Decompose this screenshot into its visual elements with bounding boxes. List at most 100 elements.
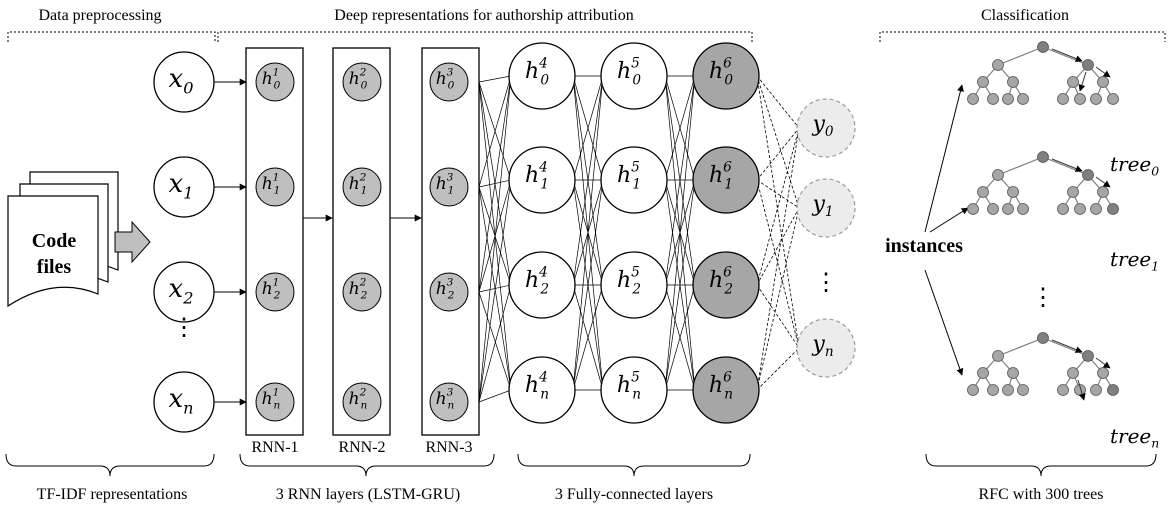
fc-edge xyxy=(478,75,512,83)
tree-node xyxy=(1090,203,1102,215)
tree-node xyxy=(1002,93,1014,105)
fc-node xyxy=(508,356,576,424)
section-title-deep: Deep representations for authorship attr… xyxy=(334,7,633,24)
bottom-label-rnn: 3 RNN layers (LSTM-GRU) xyxy=(276,486,460,503)
tree-node xyxy=(1067,76,1079,88)
rnn-node xyxy=(342,62,382,102)
rnn-layer-label: RNN-2 xyxy=(338,439,385,456)
fc-edge xyxy=(664,284,696,391)
instances-arrow-bottom xyxy=(924,269,964,376)
fc-edge xyxy=(478,75,512,293)
tree-node xyxy=(992,169,1004,181)
instances-label: instances xyxy=(885,235,963,257)
tree-node xyxy=(977,186,989,198)
tree-node xyxy=(1107,384,1119,396)
rnn-node xyxy=(255,272,295,312)
tree-node xyxy=(1067,186,1079,198)
tree-node xyxy=(977,367,989,379)
rnn-node xyxy=(429,272,469,312)
section-title-preprocessing: Data preprocessing xyxy=(38,7,161,24)
fc-node xyxy=(600,146,668,214)
instances-arrow-middle xyxy=(929,207,969,233)
tree-node xyxy=(1107,93,1119,105)
traversal-arrow xyxy=(1051,48,1083,62)
tree-diagram xyxy=(967,41,1119,105)
tree-node xyxy=(1007,367,1019,379)
rnn-node xyxy=(342,167,382,207)
input-node-label: xn xyxy=(168,384,193,417)
output-edge xyxy=(756,127,800,181)
traversal-arrow xyxy=(1078,71,1087,92)
tree-node xyxy=(967,203,979,215)
bracket-deep xyxy=(217,31,753,42)
fc-node xyxy=(508,146,576,214)
fc-node xyxy=(600,42,668,110)
tree-node xyxy=(1002,203,1014,215)
tree-node xyxy=(1082,169,1094,181)
tree-node xyxy=(1057,203,1069,215)
bracket-preprocessing xyxy=(7,31,216,42)
rnn-node xyxy=(255,62,295,102)
traversal-arrow xyxy=(1051,339,1083,353)
tree-node xyxy=(987,384,999,396)
fc-edge xyxy=(478,389,512,403)
output-node-label: y1 xyxy=(811,192,833,220)
fc-node xyxy=(692,356,760,424)
section-title-classification: Classification xyxy=(981,7,1069,24)
tree-node xyxy=(967,93,979,105)
instances-arrow-top xyxy=(924,84,964,233)
tree-node xyxy=(987,203,999,215)
rnn-node xyxy=(255,382,295,422)
fc-node xyxy=(692,42,760,110)
traversal-arrow xyxy=(1095,66,1111,78)
tree-node xyxy=(992,59,1004,71)
tree-node xyxy=(1074,203,1086,215)
brace-rnn xyxy=(239,453,495,477)
tree-node xyxy=(1082,59,1094,71)
output-edge xyxy=(756,207,800,391)
tree-node xyxy=(987,93,999,105)
tree-node xyxy=(977,76,989,88)
tree-node xyxy=(1007,186,1019,198)
tree-node xyxy=(1097,186,1109,198)
tree-node xyxy=(1097,367,1109,379)
tree-edge xyxy=(1042,156,1089,176)
output-node xyxy=(796,98,856,158)
tree-edge xyxy=(997,46,1044,66)
fc-edge xyxy=(572,75,604,391)
fc-edge xyxy=(664,75,696,286)
fc-edge xyxy=(478,75,512,403)
tree-label: tree0 xyxy=(1110,152,1159,178)
output-ellipsis: ⋮ xyxy=(814,270,838,296)
output-node xyxy=(796,178,856,238)
output-edge xyxy=(756,347,800,391)
tree-diagram xyxy=(967,151,1119,215)
tree-edge xyxy=(1042,46,1089,66)
rnn-layer-box xyxy=(332,47,391,436)
fc-node xyxy=(692,251,760,319)
fc-edge xyxy=(572,179,604,391)
block-arrow-icon xyxy=(114,220,151,264)
tree-node xyxy=(1017,384,1029,396)
code-files-icon: Code files xyxy=(7,171,119,308)
fc-edge xyxy=(572,75,604,181)
tree-node xyxy=(1017,93,1029,105)
input-ellipsis: ⋮ xyxy=(172,315,196,341)
fc-node xyxy=(508,42,576,110)
fc-node xyxy=(600,251,668,319)
bottom-label-fc: 3 Fully-connected layers xyxy=(555,486,713,503)
bottom-label-rfc: RFC with 300 trees xyxy=(979,486,1104,503)
traversal-arrow xyxy=(1077,379,1086,401)
